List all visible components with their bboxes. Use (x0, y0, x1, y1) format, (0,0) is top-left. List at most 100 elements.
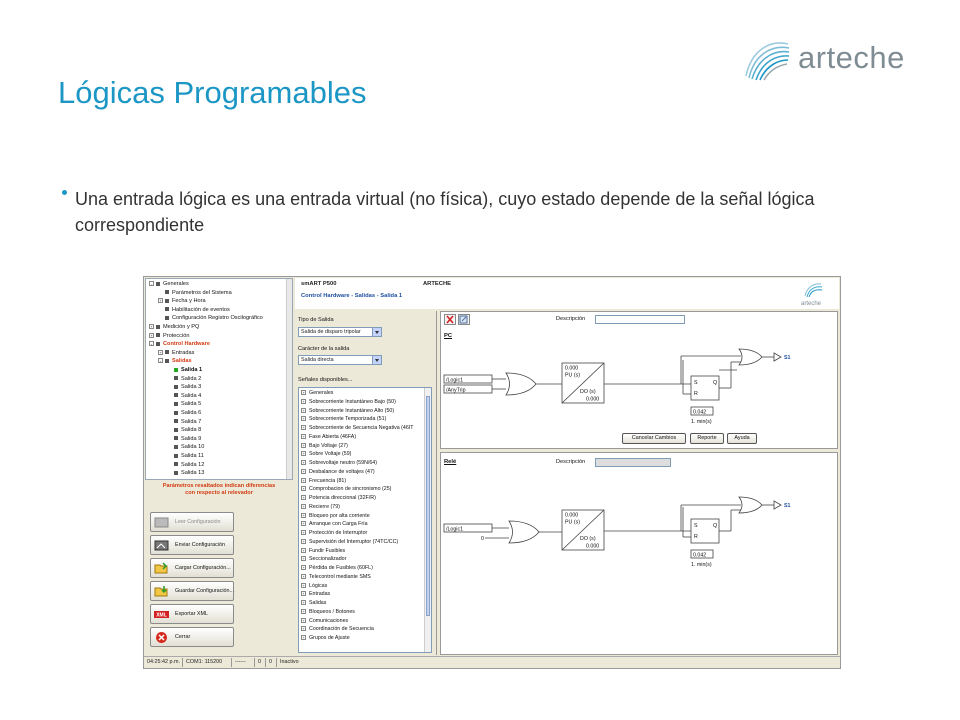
signal-item[interactable]: +Grupos de Ajuste (301, 634, 350, 642)
expand-icon[interactable]: + (301, 521, 306, 527)
tree-item[interactable]: Parámetros del Sistema (158, 289, 232, 297)
expand-icon[interactable]: + (301, 547, 306, 553)
signal-item[interactable]: +Coordinación de Secuencia (301, 625, 374, 633)
tree-item[interactable]: Salida 3 (167, 383, 201, 391)
expand-icon[interactable]: + (301, 495, 306, 501)
signals-scrollbar[interactable] (424, 388, 431, 652)
tree-item[interactable]: Habilitación de eventos (158, 306, 230, 314)
expand-icon[interactable]: + (301, 538, 306, 544)
expand-icon[interactable]: + (301, 442, 306, 448)
expand-icon[interactable]: + (301, 477, 306, 483)
signal-item[interactable]: +Bloqueos / Botones (301, 608, 355, 616)
signals-scroll-thumb[interactable] (426, 396, 430, 616)
delete-button[interactable] (444, 314, 456, 325)
expand-icon[interactable]: + (301, 390, 306, 396)
signal-item[interactable]: +Recierre (79) (301, 503, 340, 511)
tree-item[interactable]: Salida 7 (167, 418, 201, 426)
tree-item[interactable]: Salida 9 (167, 435, 201, 443)
tree-item[interactable]: Salida 8 (167, 426, 201, 434)
expand-icon[interactable]: + (149, 324, 154, 330)
tree-item[interactable]: Salida 5 (167, 400, 201, 408)
signal-item[interactable]: +Entradas (301, 590, 330, 598)
export-xml-button[interactable]: XML Exportar XML (150, 604, 234, 624)
tree-item[interactable]: Configuración Registro Oscilográfico (158, 314, 263, 322)
chevron-down-icon[interactable] (372, 356, 381, 364)
output-type-select[interactable]: Salida de disparo tripolar (298, 327, 382, 337)
signal-item[interactable]: +Telecontrol mediante SMS (301, 573, 371, 581)
tree-item[interactable]: +Medición y PQ (149, 323, 199, 331)
expand-icon[interactable]: + (301, 626, 306, 632)
expand-icon[interactable]: + (301, 530, 306, 536)
signal-item[interactable]: +Sobrecorriente Instantáneo Bajo (50) (301, 398, 396, 406)
edit-button[interactable] (458, 314, 470, 325)
pc-desc-input[interactable] (595, 315, 685, 324)
signal-item[interactable]: +Frecuencia (81) (301, 477, 346, 485)
relay-timer-value-box[interactable] (690, 549, 714, 559)
signal-item[interactable]: +Pérdida de Fusibles (60FL) (301, 564, 373, 572)
signal-item[interactable]: +Salidas (301, 599, 326, 607)
expand-icon[interactable]: + (301, 617, 306, 623)
tree-item[interactable]: Salida 4 (167, 392, 201, 400)
tree-item[interactable]: Salida 1 (167, 366, 202, 374)
signal-item[interactable]: +Sobrecorriente Instantáneo Alto (50) (301, 407, 394, 415)
expand-icon[interactable]: + (301, 451, 306, 457)
expand-icon[interactable]: + (301, 591, 306, 597)
expand-icon[interactable]: + (301, 635, 306, 641)
relay-desc-input[interactable] (595, 458, 671, 467)
signal-item[interactable]: +Comunicaciones (301, 617, 348, 625)
expand-icon[interactable]: + (301, 556, 306, 562)
signal-item[interactable]: +Bajo Voltaje (27) (301, 442, 348, 450)
expand-icon[interactable]: + (301, 503, 306, 509)
tree-item[interactable]: +Protección (149, 332, 189, 340)
expand-icon[interactable]: + (301, 407, 306, 413)
expand-icon[interactable]: + (301, 565, 306, 571)
signal-item[interactable]: +Sobre Voltaje (59) (301, 450, 351, 458)
expand-icon[interactable]: + (301, 433, 306, 439)
signal-item[interactable]: +Arranque con Carga Fría (301, 520, 368, 528)
expand-icon[interactable]: + (301, 608, 306, 614)
tree-item[interactable]: Salida 6 (167, 409, 201, 417)
tree-item[interactable]: -Control Hardware (149, 340, 210, 348)
signal-item[interactable]: +Sobrecorriente de Secuencia Negativa (4… (301, 424, 414, 432)
signal-item[interactable]: +Fundir Fusibles (301, 547, 345, 555)
signal-item[interactable]: +Bloqueo por alta corriente (301, 512, 370, 520)
expand-icon[interactable]: + (149, 332, 154, 338)
read-config-button[interactable]: Leer Configuración (150, 512, 234, 532)
signal-item[interactable]: +Sobrecorriente Temporizada (51) (301, 415, 386, 423)
expand-icon[interactable]: + (301, 416, 306, 422)
tree-item[interactable]: Salida 12 (167, 461, 204, 469)
tree-item[interactable]: +Entradas (158, 349, 194, 357)
collapse-icon[interactable]: - (149, 281, 154, 287)
close-button[interactable]: Cerrar (150, 627, 234, 647)
send-config-button[interactable]: Enviar Configuración (150, 535, 234, 555)
signal-item[interactable]: +Comprobacion de sincronismo (25) (301, 485, 391, 493)
report-button[interactable]: Reporte (690, 433, 724, 444)
help-button[interactable]: Ayuda (727, 433, 757, 444)
signal-item[interactable]: +Sobrevoltaje neutro (59N/64) (301, 459, 377, 467)
expand-icon[interactable]: + (301, 486, 306, 492)
load-config-button[interactable]: Cargar Configuración... (150, 558, 234, 578)
tree-item[interactable]: Salida 11 (167, 452, 204, 460)
expand-icon[interactable]: + (301, 398, 306, 404)
expand-icon[interactable]: + (301, 582, 306, 588)
tree-item[interactable]: -Salidas (158, 357, 192, 365)
tree-item[interactable]: -Generales (149, 280, 189, 288)
tree-item[interactable]: Salida 2 (167, 375, 201, 383)
expand-icon[interactable]: + (158, 349, 163, 355)
expand-icon[interactable]: + (301, 468, 306, 474)
signal-item[interactable]: +Potencia direccional (32F/R) (301, 494, 376, 502)
signal-item[interactable]: +Seccionalizador (301, 555, 346, 563)
expand-icon[interactable]: + (158, 298, 163, 304)
collapse-icon[interactable]: - (149, 341, 154, 347)
output-char-select[interactable]: Salida directa (298, 355, 382, 365)
signal-item[interactable]: +Desbalance de voltajes (47) (301, 468, 375, 476)
tree-item[interactable]: Salida 10 (167, 443, 204, 451)
chevron-down-icon[interactable] (372, 328, 381, 336)
signal-item[interactable]: +Fase Abierta (46FA) (301, 433, 356, 441)
expand-icon[interactable]: + (301, 600, 306, 606)
cancel-changes-button[interactable]: Cancelar Cambios (622, 433, 686, 444)
pc-timer-value-box[interactable] (690, 406, 714, 416)
tree-scrollbar[interactable] (286, 279, 292, 479)
signal-item[interactable]: +Supervisión del Interruptor (74TC/CC) (301, 538, 398, 546)
tree-item[interactable]: Salida 13 (167, 469, 204, 477)
